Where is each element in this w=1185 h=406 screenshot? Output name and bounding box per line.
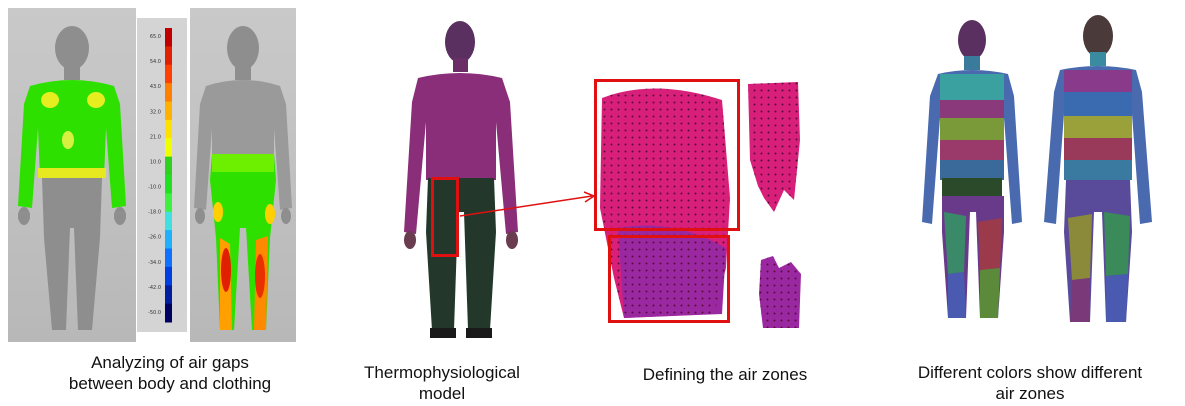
caption-zones-line-1: Defining the air zones — [610, 364, 840, 385]
caption-colors-line-2: air zones — [880, 383, 1180, 404]
color-scale-tick-label: 43.0 — [150, 84, 161, 90]
caption-colors: Different colors show different air zone… — [880, 362, 1180, 404]
color-scale-tick-label: -18.0 — [148, 210, 161, 216]
color-scale-tick-label: -26.0 — [148, 235, 161, 241]
color-scale-segment — [165, 157, 172, 176]
color-scale-segment — [165, 46, 172, 65]
caption-air-gaps-line-1: Analyzing of air gaps — [20, 352, 320, 373]
zone-piece-upper — [744, 80, 804, 220]
color-scale-tick-label: -34.0 — [148, 260, 161, 266]
color-scale-svg: 65.0 54.0 43.0 32.0 21.0 10.0 -10.0 -18.0 -26.0 -… — [137, 18, 187, 332]
highlight-box-small — [431, 177, 459, 257]
front-body-upper-gap-figure — [8, 8, 136, 342]
thermo-model-figure — [392, 12, 532, 342]
caption-air-gaps-line-2: between body and clothing — [20, 373, 320, 394]
zoom-arrow — [458, 190, 598, 220]
color-scale-segment — [165, 28, 172, 47]
color-scale-segment — [165, 65, 172, 84]
color-scale-segment — [165, 230, 172, 249]
color-scale-segment — [165, 267, 172, 286]
color-scale-segment — [165, 212, 172, 231]
color-scale-tick-label: 54.0 — [150, 59, 161, 65]
color-scale-segment — [165, 175, 172, 194]
color-scale-tick-label: 32.0 — [150, 109, 161, 115]
caption-model-line-1: Thermophysiological — [352, 362, 532, 383]
caption-air-gaps: Analyzing of air gaps between body and c… — [20, 352, 320, 394]
air-gap-panel-left — [8, 8, 136, 342]
color-scale-tick-label: -10.0 — [148, 185, 161, 191]
color-scale-tick-label: 21.0 — [150, 134, 161, 140]
caption-model-line-2: model — [352, 383, 532, 404]
air-zones-front-figure — [918, 12, 1030, 332]
caption-colors-line-1: Different colors show different — [880, 362, 1180, 383]
air-zones-back-figure — [1038, 8, 1158, 334]
color-scale-bar: 65.0 54.0 43.0 32.0 21.0 10.0 -10.0 -18.0 -26.0 -… — [137, 18, 187, 332]
color-scale-tick-label: 10.0 — [150, 159, 161, 165]
color-scale-segment — [165, 138, 172, 157]
color-scale-tick-label: 65.0 — [150, 34, 161, 40]
highlight-box-lower — [608, 235, 730, 323]
air-gap-panel-right — [190, 8, 296, 342]
color-scale-segment — [165, 120, 172, 139]
color-scale-segment — [165, 83, 172, 102]
front-body-lower-gap-figure — [190, 8, 296, 342]
color-scale-tick-label: -42.0 — [148, 285, 161, 291]
color-scale-segment — [165, 285, 172, 304]
color-scale-segment — [165, 102, 172, 121]
caption-model: Thermophysiological model — [352, 362, 532, 404]
highlight-box-upper — [594, 79, 740, 231]
zone-piece-lower — [757, 254, 805, 332]
color-scale-tick-label: -50.0 — [148, 310, 161, 316]
caption-zones: Defining the air zones — [610, 364, 840, 385]
color-scale-segment — [165, 304, 172, 323]
color-scale-segment — [165, 249, 172, 268]
color-scale-segment — [165, 193, 172, 212]
